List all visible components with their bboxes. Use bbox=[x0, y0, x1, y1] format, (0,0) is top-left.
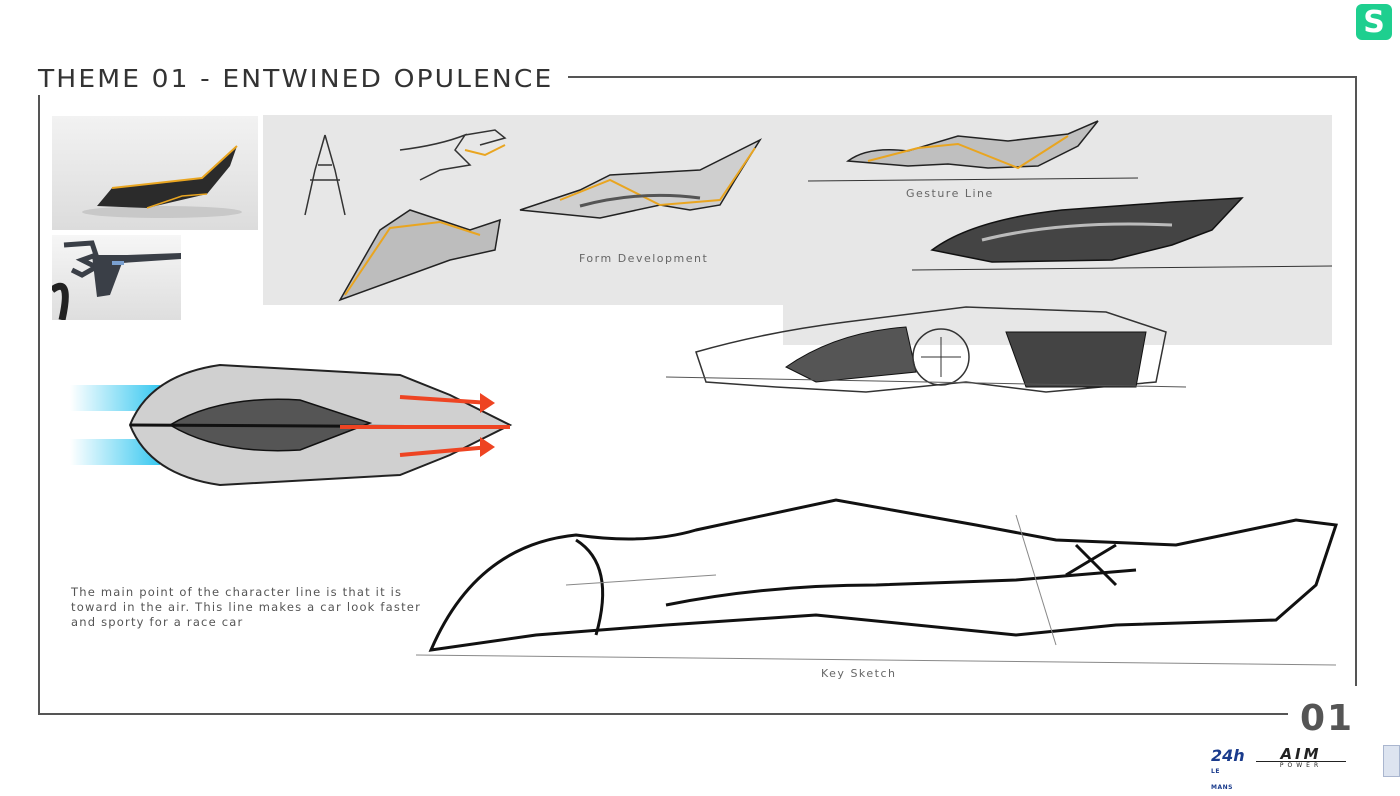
reference-photo-lounge-chair bbox=[52, 116, 258, 230]
top-view-sketch bbox=[70, 363, 513, 487]
frame-top-line bbox=[568, 76, 1356, 78]
brand-logo: S bbox=[1356, 4, 1392, 40]
design-description: The main point of the character line is … bbox=[71, 585, 421, 629]
aim-logo-text: AIM bbox=[1256, 747, 1346, 762]
aim-logo-subtext: POWER bbox=[1279, 762, 1323, 769]
side-view-sketch-dark bbox=[911, 197, 1333, 271]
reference-photo-bicycle bbox=[52, 235, 181, 320]
frame-bottom-line bbox=[38, 713, 1288, 715]
form-development-sketches bbox=[304, 129, 763, 302]
frame-left-line bbox=[38, 95, 40, 715]
lemans-logo: 24h LE MANS bbox=[1211, 746, 1245, 792]
page-number: 01 bbox=[1300, 698, 1355, 739]
caption-gesture-line: Gesture Line bbox=[906, 187, 994, 200]
caption-key-sketch: Key Sketch bbox=[821, 667, 897, 680]
caption-form-development: Form Development bbox=[579, 252, 709, 265]
key-sketch bbox=[415, 498, 1339, 666]
page-title: THEME 01 - ENTWINED OPULENCE bbox=[38, 64, 554, 93]
gesture-line-sketch bbox=[807, 120, 1139, 182]
lemans-logo-subtext: LE MANS bbox=[1211, 768, 1233, 791]
panel-cutout bbox=[263, 305, 783, 347]
car-perspective-sketch bbox=[665, 306, 1187, 393]
frame-right-lower-line bbox=[1355, 76, 1357, 686]
aim-power-logo: AIM POWER bbox=[1256, 747, 1346, 773]
side-edge-tab bbox=[1383, 745, 1400, 777]
lemans-logo-text: 24h bbox=[1211, 746, 1245, 765]
